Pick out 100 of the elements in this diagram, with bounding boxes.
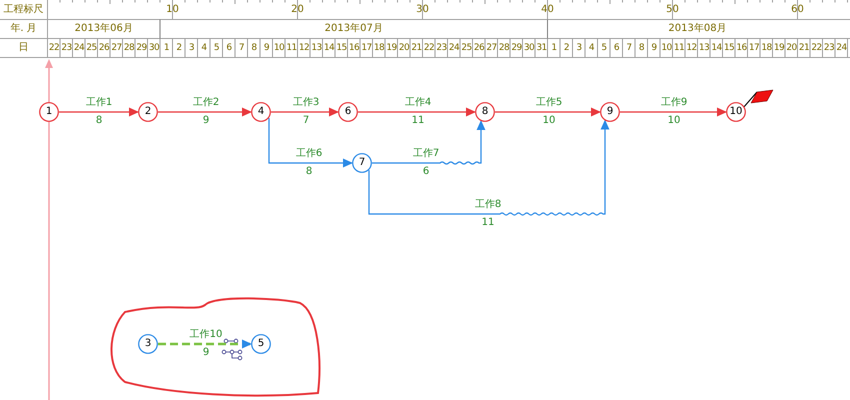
day-label: 31 — [536, 42, 548, 55]
day-label: 2 — [562, 42, 570, 55]
day-label: 21 — [410, 42, 422, 55]
scale-number: 40 — [540, 3, 555, 17]
day-label: 2 — [175, 42, 183, 55]
month-label: 2013年06月 — [74, 22, 134, 36]
event-circle: 7 — [352, 153, 372, 173]
day-label: 26 — [473, 42, 485, 55]
edge-label: 工作4 — [404, 96, 432, 110]
day-label: 15 — [336, 42, 348, 55]
duration-label: 7 — [302, 114, 310, 128]
event-circle: 4 — [251, 102, 271, 122]
day-label: 20 — [398, 42, 410, 55]
duration-label: 9 — [202, 346, 210, 360]
day-label: 16 — [348, 42, 360, 55]
duration-label: 8 — [304, 165, 314, 179]
arrow — [620, 108, 727, 116]
day-label: 23 — [60, 42, 72, 55]
duration-label: 11 — [480, 216, 496, 230]
arrow — [158, 340, 252, 348]
edge-label: 工作2 — [192, 96, 220, 110]
day-label: 9 — [650, 42, 658, 55]
event-circle: 8 — [475, 102, 495, 122]
event-circle: 5 — [251, 334, 271, 354]
day-label: 20 — [786, 42, 798, 55]
day-label: 30 — [523, 42, 535, 55]
day-label: 7 — [625, 42, 633, 55]
arrow — [372, 120, 486, 165]
day-label: 25 — [86, 42, 98, 55]
day-label: 17 — [360, 42, 372, 55]
edge-label: 工作6 — [294, 147, 324, 161]
day-label: 19 — [386, 42, 398, 55]
scale-number: 20 — [290, 3, 305, 17]
arrow — [358, 108, 476, 116]
edge-label: 工作1 — [84, 96, 114, 110]
day-label: 11 — [286, 42, 298, 55]
day-label: 3 — [575, 42, 583, 55]
day-label: 27 — [486, 42, 498, 55]
event-circle: 2 — [138, 102, 158, 122]
day-label: 29 — [136, 42, 148, 55]
day-label: 9 — [262, 42, 270, 55]
day-label: 22 — [810, 42, 822, 55]
edge-label: 工作8 — [474, 198, 502, 212]
day-label: 25 — [460, 42, 472, 55]
event-circle: 1 — [39, 102, 59, 122]
day-label: 24 — [448, 42, 460, 55]
row-header: 日 — [18, 41, 30, 55]
day-label: 28 — [498, 42, 510, 55]
day-label: 18 — [373, 42, 385, 55]
day-label: 6 — [612, 42, 620, 55]
duration-label: 10 — [666, 114, 682, 128]
row-header: 年. 月 — [9, 22, 38, 36]
day-label: 12 — [686, 42, 698, 55]
day-label: 18 — [760, 42, 772, 55]
day-label: 13 — [310, 42, 322, 55]
day-label: 22 — [423, 42, 435, 55]
duration-label: 6 — [422, 165, 430, 179]
edge-label: 工作5 — [534, 96, 564, 110]
arrow — [59, 108, 139, 116]
scale-number: 50 — [665, 3, 680, 17]
day-label: 22 — [48, 42, 60, 55]
event-circle: 10 — [726, 102, 746, 122]
day-label: 6 — [225, 42, 233, 55]
day-label: 29 — [510, 42, 522, 55]
duration-label: 9 — [202, 114, 210, 128]
day-label: 5 — [212, 42, 220, 55]
scale-number: 10 — [165, 3, 180, 17]
duration-label: 11 — [410, 114, 426, 128]
day-label: 3 — [188, 42, 196, 55]
day-label: 13 — [698, 42, 710, 55]
edge-label: 工作9 — [660, 96, 688, 110]
day-label: 23 — [823, 42, 835, 55]
edge-label: 工作3 — [292, 96, 320, 110]
event-circle: 9 — [600, 102, 620, 122]
arrow — [268, 118, 353, 168]
event-circle: 6 — [338, 102, 358, 122]
scale-number: 30 — [415, 3, 430, 17]
day-label: 12 — [298, 42, 310, 55]
row-header: 工程标尺 — [2, 3, 44, 17]
edge-label: 工作10 — [188, 328, 224, 342]
day-label: 11 — [673, 42, 685, 55]
duration-label: 10 — [542, 114, 556, 128]
month-label: 2013年07月 — [324, 22, 384, 36]
event-circle: 3 — [138, 334, 158, 354]
day-label: 24 — [73, 42, 85, 55]
edge-label: 工作7 — [412, 147, 440, 161]
arrow — [271, 108, 339, 116]
day-label: 8 — [638, 42, 646, 55]
day-label: 1 — [162, 42, 170, 55]
day-label: 5 — [600, 42, 608, 55]
day-label: 16 — [736, 42, 748, 55]
day-label: 4 — [200, 42, 208, 55]
day-label: 26 — [98, 42, 110, 55]
day-label: 17 — [748, 42, 760, 55]
day-label: 21 — [798, 42, 810, 55]
arrow — [368, 120, 610, 216]
day-label: 8 — [250, 42, 258, 55]
scale-number: 60 — [790, 3, 805, 17]
day-label: 15 — [723, 42, 735, 55]
day-label: 1 — [550, 42, 558, 55]
